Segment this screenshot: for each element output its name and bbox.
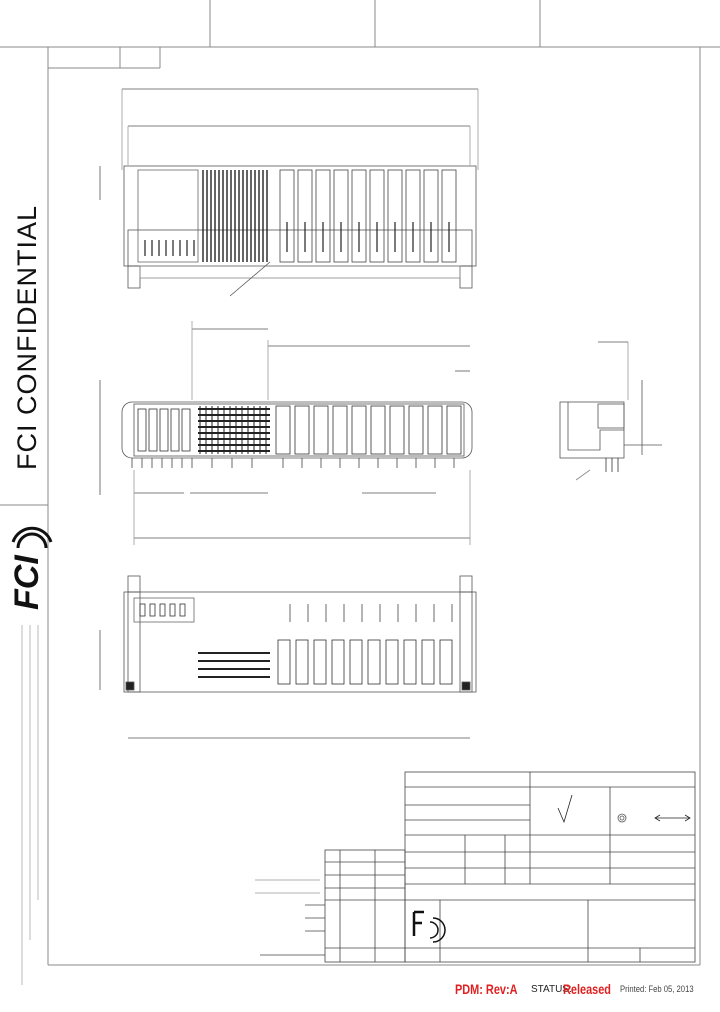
front-view [99,321,473,545]
pdm-revision: PDM: Rev:A [455,981,518,997]
top-view [99,88,479,297]
printed-date: Printed: Feb 05, 2013 [620,984,694,994]
status-value: Released [563,981,611,997]
watermark-text: FCI CONFIDENTIAL [12,204,42,470]
sheet-frame [0,0,720,966]
side-notes [21,625,39,985]
status-label: STATUS: [531,984,572,995]
bottom-view [99,575,477,739]
side-view [559,341,662,481]
fci-logo: FCI [8,555,46,610]
fci-logo-mark [11,526,53,549]
title-block [255,771,696,963]
